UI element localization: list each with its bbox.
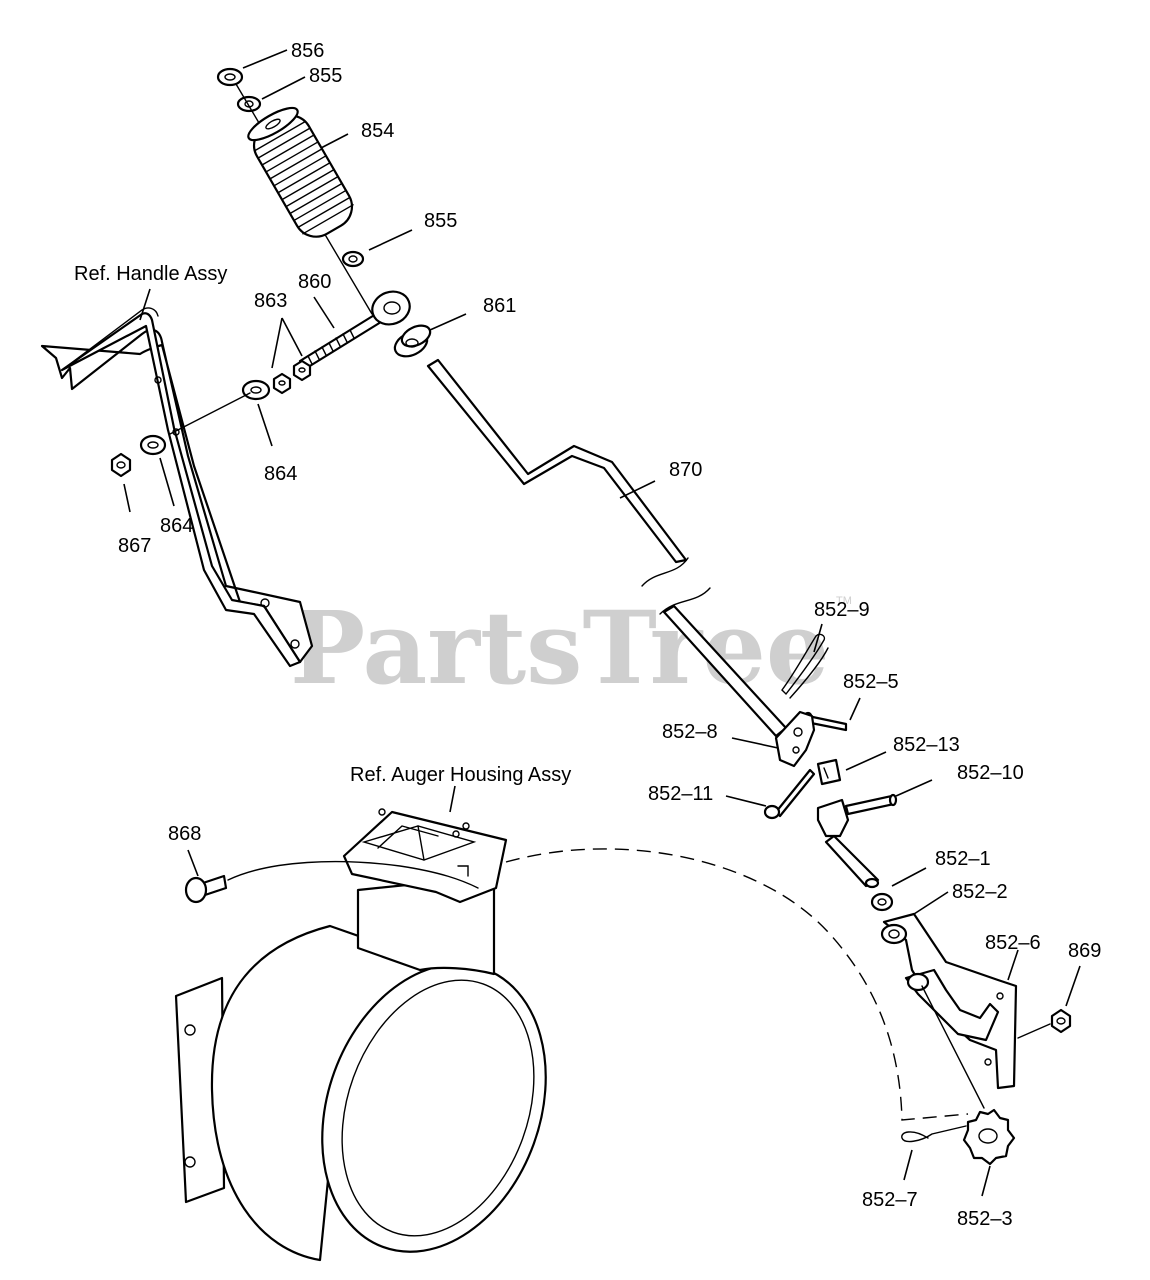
washer-852-1 — [870, 892, 894, 912]
bushing-861 — [393, 324, 432, 358]
carriage-bolt-868 — [184, 874, 228, 904]
washer-855-top — [236, 95, 262, 113]
callout-856: 856 — [291, 40, 324, 62]
callout-852-6: 852–6 — [985, 932, 1041, 954]
handle-assembly — [40, 307, 314, 668]
callout-852-3: 852–3 — [957, 1208, 1013, 1230]
hex-nuts-863 — [272, 359, 312, 395]
callout-852-2: 852–2 — [952, 881, 1008, 903]
screw-852-11 — [763, 768, 816, 820]
rod-870 — [426, 358, 788, 738]
washer-864-lower — [139, 434, 167, 456]
callout-860: 860 — [298, 271, 331, 293]
callout-855-top: 855 — [309, 65, 342, 87]
nut-867 — [110, 452, 132, 478]
callout-852-11: 852–11 — [648, 783, 713, 805]
washer-856 — [216, 67, 244, 87]
chute-ring — [174, 808, 547, 1262]
coupler-852-10 — [816, 793, 898, 889]
ref-auger-housing-assy: Ref. Auger Housing Assy — [350, 764, 571, 786]
callout-852-7: 852–7 — [862, 1189, 918, 1211]
leader-lines — [123, 49, 1081, 1197]
eyebolt-860 — [298, 290, 411, 371]
callout-870: 870 — [669, 459, 702, 481]
callout-869: 869 — [1068, 940, 1101, 962]
callout-868: 868 — [168, 823, 201, 845]
callout-864-upper: 864 — [264, 463, 297, 485]
callout-852-13: 852–13 — [893, 734, 960, 756]
bracket-852-13 — [816, 758, 842, 786]
callout-863: 863 — [254, 290, 287, 312]
callout-867: 867 — [118, 535, 151, 557]
callout-852-8: 852–8 — [662, 721, 718, 743]
washer-855-bottom — [341, 250, 365, 268]
hairpin-852-9 — [781, 633, 829, 699]
callout-864-lower: 864 — [160, 515, 193, 537]
callout-852-10: 852–10 — [957, 762, 1024, 784]
callout-852-5: 852–5 — [843, 671, 899, 693]
callout-855-bottom: 855 — [424, 210, 457, 232]
washer-864-upper — [241, 379, 271, 401]
callout-852-9: 852–9 — [814, 599, 870, 621]
hairpin-852-7 — [901, 1125, 967, 1143]
callout-854: 854 — [361, 120, 394, 142]
clevis-852-8 — [774, 710, 816, 768]
bolt-path-line — [227, 860, 479, 889]
watermark-trademark: TM — [836, 595, 852, 607]
bracket-852-2 — [880, 912, 1018, 1090]
gear-852-3 — [962, 1108, 1016, 1166]
ref-handle-assy: Ref. Handle Assy — [74, 263, 227, 285]
rotation-arc — [505, 848, 969, 1121]
callout-852-1: 852–1 — [935, 848, 991, 870]
callout-861: 861 — [483, 295, 516, 317]
grip-854 — [247, 106, 354, 238]
nut-869 — [1050, 1008, 1072, 1034]
